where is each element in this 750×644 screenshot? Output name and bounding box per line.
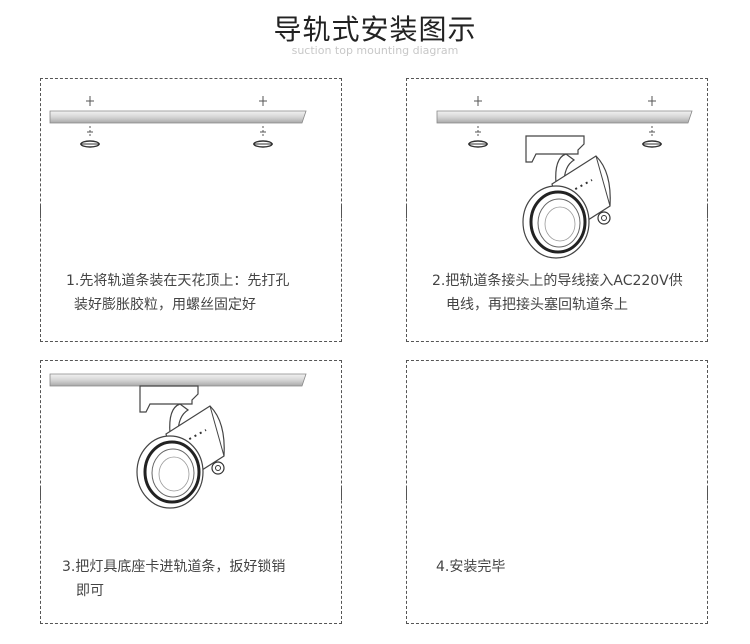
page-subtitle: suction top mounting diagram: [291, 44, 459, 57]
step-2-illustration: [436, 95, 693, 260]
side-tick: [40, 204, 41, 218]
side-tick: [40, 486, 41, 500]
side-tick: [341, 486, 342, 500]
step-1-illustration: [49, 95, 307, 148]
step-3-caption-line2: 即可: [76, 583, 104, 599]
step-1-caption-line1: 1.先将轨道条装在天花顶上：先打孔: [66, 273, 290, 289]
step-3-illustration: [49, 373, 307, 510]
side-tick: [341, 204, 342, 218]
step-4-caption-line1: 4.安装完毕: [436, 559, 506, 575]
step-2-caption-line2: 电线，再把接头塞回轨道条上: [446, 297, 628, 313]
step-1-caption-line2: 装好膨胀胶粒，用螺丝固定好: [74, 297, 256, 313]
side-tick: [406, 204, 407, 218]
page-title: 导轨式安装图示: [273, 13, 477, 46]
step-2-caption-line1: 2.把轨道条接头上的导线接入AC220V供: [432, 273, 683, 289]
side-tick: [406, 486, 407, 500]
side-tick: [707, 486, 708, 500]
side-tick: [707, 204, 708, 218]
step-3-caption-line1: 3.把灯具底座卡进轨道条，扳好锁销: [62, 559, 286, 575]
